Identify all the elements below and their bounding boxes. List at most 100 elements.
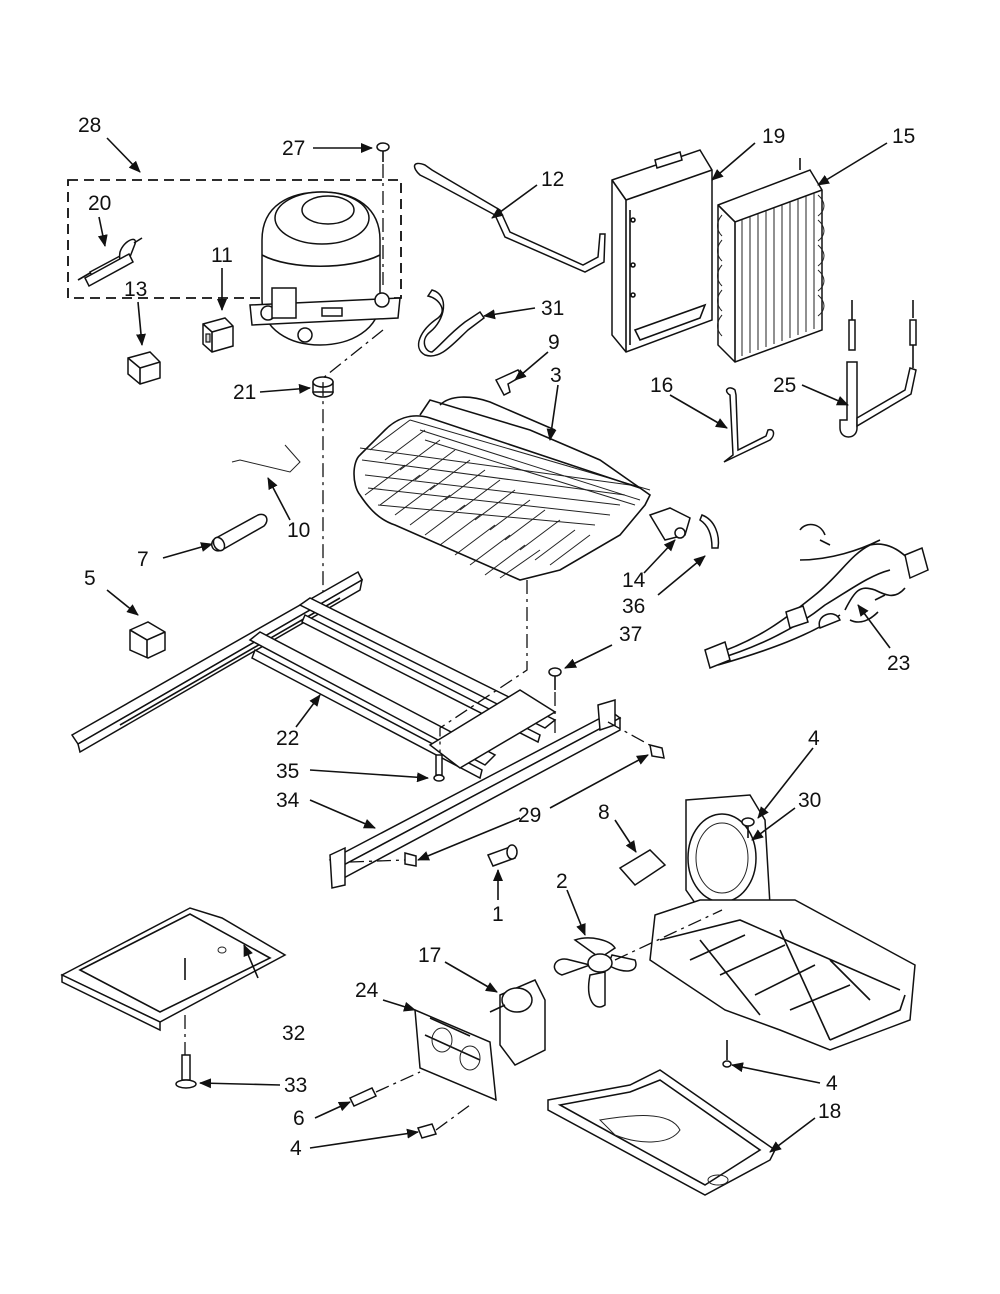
drain-pan [547, 1069, 776, 1196]
arrow-36 [657, 555, 706, 596]
callout-16: 16 [650, 374, 673, 397]
arrow-2 [566, 889, 586, 936]
arrow-4-bottom [309, 1128, 419, 1149]
leader-21 [322, 329, 384, 600]
callout-33: 33 [284, 1074, 307, 1097]
arrow-12 [491, 184, 538, 219]
callout-27: 27 [282, 137, 305, 160]
callout-29: 29 [518, 804, 541, 827]
pad-8 [618, 849, 667, 886]
callout-28: 28 [78, 114, 101, 137]
filter-drier [77, 237, 143, 288]
arrow-35 [309, 769, 429, 783]
callout-36: 36 [622, 595, 645, 618]
callout-10: 10 [287, 519, 310, 542]
arrow-37 [564, 644, 613, 669]
arrow-5 [106, 589, 139, 616]
motor-bracket [414, 1008, 497, 1102]
compressor [249, 191, 401, 346]
arrow-7 [162, 542, 213, 559]
screw-35 [433, 754, 445, 782]
leader-fan [614, 909, 723, 961]
callout-4-lower: 4 [826, 1072, 838, 1095]
arrow-6 [314, 1101, 351, 1119]
arrow-31 [483, 307, 536, 320]
arrow-25 [801, 384, 849, 406]
cover-plate [60, 907, 287, 1032]
callout-31: 31 [541, 297, 564, 320]
wire-10 [231, 444, 301, 473]
condenser-tube [413, 162, 606, 273]
arrow-9 [514, 351, 549, 381]
callout-12: 12 [541, 168, 564, 191]
callout-2: 2 [556, 870, 568, 893]
callout-7: 7 [137, 548, 149, 571]
screw-6 [348, 1071, 421, 1107]
screw-4-lower [722, 1040, 732, 1068]
arrow-18 [769, 1117, 816, 1153]
rail-34 [328, 698, 622, 889]
screw-29a [649, 743, 665, 759]
callout-3: 3 [550, 364, 562, 387]
nut-4-bottom [416, 1104, 471, 1139]
arrow-14 [643, 539, 676, 574]
callout-30: 30 [798, 789, 821, 812]
arrow-19 [711, 142, 756, 181]
fan-shroud [685, 794, 771, 911]
screw-37 [548, 667, 562, 690]
callout-25: 25 [773, 374, 796, 397]
callout-4-top: 4 [808, 727, 820, 750]
leader-29 [349, 859, 406, 863]
arrow-3 [546, 384, 559, 441]
callout-17: 17 [418, 944, 441, 967]
shield-14 [648, 507, 691, 541]
arrow-15 [817, 142, 888, 186]
arrow-22 [295, 694, 321, 728]
callout-34: 34 [276, 789, 300, 812]
machine-compartment-base [649, 899, 916, 1051]
callout-21: 21 [233, 381, 256, 404]
callout-20: 20 [88, 192, 111, 215]
clip-36 [699, 514, 720, 549]
callout-8: 8 [598, 801, 610, 824]
callout-35: 35 [276, 760, 299, 783]
callout-19: 19 [762, 125, 785, 148]
fan-motor [489, 979, 546, 1066]
callout-4-bottom: 4 [290, 1137, 302, 1160]
arrow-17 [444, 961, 498, 993]
tube-assembly [839, 300, 917, 438]
condenser-coil [353, 396, 652, 581]
arrow-10 [267, 477, 291, 521]
arrow-24 [382, 999, 416, 1012]
grommet-1 [486, 844, 518, 867]
callout-24: 24 [355, 979, 379, 1002]
callout-37: 37 [619, 623, 642, 646]
arrow-29b [549, 754, 649, 809]
arrow-4-top [757, 747, 814, 819]
wiring-harness [704, 523, 929, 670]
base-frame [70, 570, 557, 780]
arrow-21 [259, 383, 311, 394]
callout-18: 18 [818, 1100, 841, 1123]
arrow-13 [136, 301, 146, 346]
callout-9: 9 [548, 331, 560, 354]
arrow-34 [309, 799, 376, 829]
arrow-4-lower [731, 1062, 821, 1084]
arrow-23 [857, 604, 891, 649]
fan-blade [553, 937, 637, 1008]
screw-29b [404, 852, 417, 867]
callout-15: 15 [892, 125, 915, 148]
screw-27 [376, 142, 390, 162]
arrow-30 [751, 807, 796, 841]
callout-6: 6 [293, 1107, 305, 1130]
drain-hose [417, 289, 486, 357]
callout-1: 1 [492, 903, 504, 926]
arrow-16 [669, 394, 728, 429]
arrow-29a [417, 817, 521, 861]
tube-7 [211, 513, 268, 552]
compressor-kit-frame [67, 179, 402, 299]
arrow-20 [97, 216, 108, 247]
screw-33 [175, 1054, 197, 1089]
evaporator-coil [717, 158, 825, 363]
